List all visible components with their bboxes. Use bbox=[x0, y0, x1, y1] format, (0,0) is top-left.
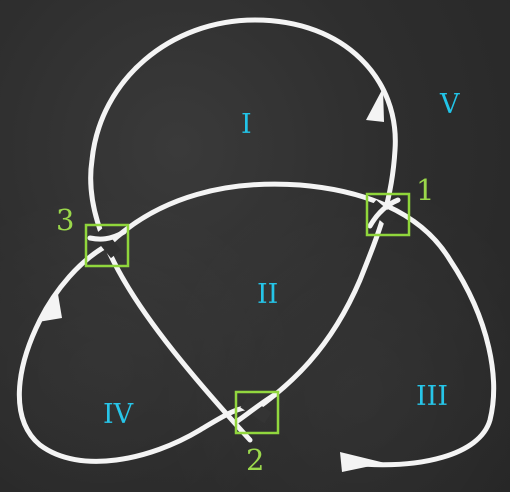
direction-arrow-top-right bbox=[366, 88, 384, 122]
crossing-box-1 bbox=[365, 192, 411, 237]
knot-strand-over-2 bbox=[233, 391, 279, 425]
knot-strand-top-lobe bbox=[88, 17, 398, 443]
knot-strand-middle-band bbox=[105, 181, 497, 468]
crossing-label-3: 3 bbox=[56, 203, 74, 237]
region-label-1: I bbox=[241, 109, 252, 140]
crossing-gap-3 bbox=[92, 227, 122, 259]
direction-arrow-bottom bbox=[340, 452, 385, 472]
region-label-3: III bbox=[416, 381, 448, 412]
crossing-label-1: 1 bbox=[416, 173, 434, 207]
region-label-2: II bbox=[257, 279, 278, 310]
region-label-5: V bbox=[439, 89, 460, 120]
crossing-label-2: 2 bbox=[246, 443, 264, 477]
knot-strand-left-lobe bbox=[16, 242, 259, 464]
crossing-box-2 bbox=[234, 390, 280, 435]
direction-arrow-left bbox=[38, 294, 62, 322]
region-label-4: IV bbox=[103, 399, 134, 430]
crossing-box-3 bbox=[84, 223, 130, 268]
knot-strand-over-1 bbox=[367, 197, 401, 229]
knot-strand-over-3 bbox=[87, 229, 127, 242]
